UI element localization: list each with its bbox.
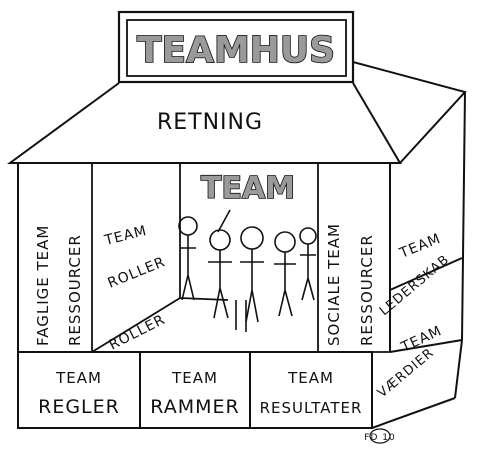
inner-left-floor-label: ROLLER: [107, 312, 169, 354]
inner-left-line2: ROLLER: [106, 254, 168, 292]
foundation-resultater-line2: RESULTATER: [260, 399, 363, 417]
foundation-cell-regler: TEAM REGLER: [38, 369, 120, 418]
left-wall-line2: RESSOURCER: [66, 234, 84, 346]
artist-signature: FD 10: [364, 428, 395, 444]
foundation-rammer-line2: RAMMER: [150, 396, 239, 418]
foundation-cell-rammer: TEAM RAMMER: [150, 369, 239, 418]
foundation-cell-resultater: TEAM RESULTATER: [260, 369, 363, 417]
foundation-rammer-line1: TEAM: [171, 369, 218, 387]
left-wall-line1: FAGLIGE TEAM: [34, 225, 52, 346]
inner-right-line2: RESSOURCER: [358, 234, 376, 346]
roof-sign-title: TEAMHUS: [137, 30, 335, 71]
signature-text: FD 10: [364, 433, 395, 443]
inner-right-line1: SOCIALE TEAM: [325, 223, 343, 346]
inner-left-line1: TEAM: [102, 223, 149, 249]
house-frame: [17, 91, 466, 429]
foundation-regler-line1: TEAM: [55, 369, 102, 387]
center-banner: TEAM: [201, 171, 295, 206]
foundation-regler-line2: REGLER: [38, 396, 120, 418]
team-people-illustration: [178, 209, 317, 332]
roof-label: RETNING: [157, 110, 263, 135]
center-room: [180, 162, 319, 352]
roof-sign: TEAMHUS: [117, 10, 355, 84]
right-wall-upper-line2: LEDERSKAB: [377, 252, 453, 319]
foundation-resultater-line1: TEAM: [287, 369, 334, 387]
